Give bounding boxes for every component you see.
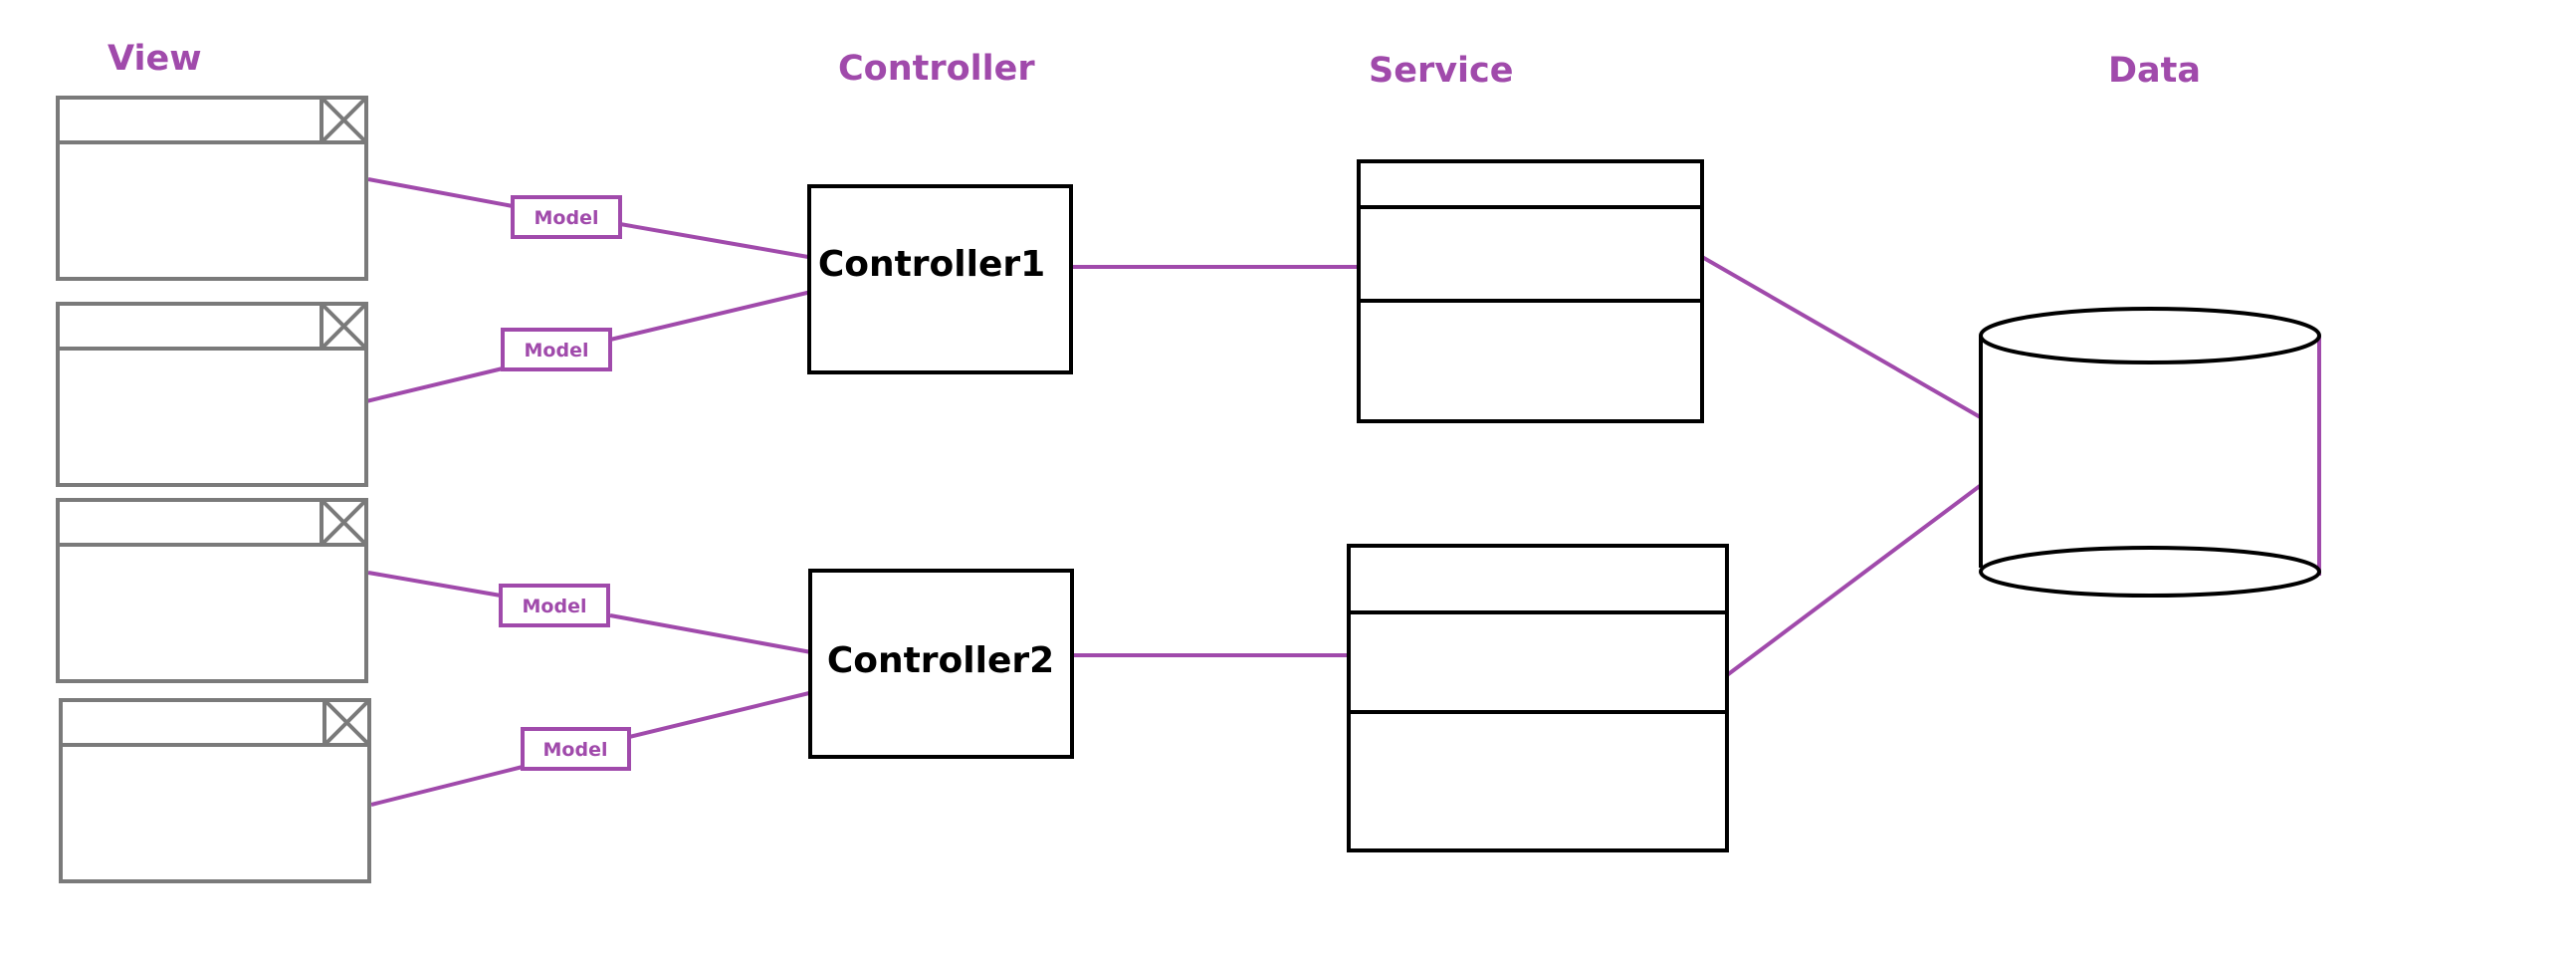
controller-label: Controller1 [818, 244, 1045, 285]
model-label-text: Model [543, 739, 608, 761]
connectors [365, 177, 2006, 807]
connector-view4-model4 [370, 765, 524, 807]
controller-1: Controller1 [807, 184, 1073, 374]
service-box [1347, 544, 1729, 852]
model-label-box [499, 584, 610, 627]
connector-view2-model2 [365, 366, 504, 403]
service-1 [1357, 159, 1704, 423]
service-box [1357, 159, 1704, 423]
model-label-1: Model [511, 195, 622, 239]
model-label-2: Model [501, 328, 612, 371]
database-cylinder-icon [1979, 307, 2321, 598]
service-2 [1347, 544, 1729, 852]
header-service: Service [1369, 51, 1514, 91]
model-label-text: Model [523, 596, 587, 617]
controller-2: Controller2 [808, 569, 1074, 759]
model-label-box [521, 727, 631, 771]
header-view: View [107, 39, 202, 79]
controller-label: Controller2 [827, 640, 1054, 681]
connector-service2-database [1725, 466, 2006, 677]
model-label-text: Model [525, 340, 589, 361]
window-frame [59, 698, 371, 883]
connector-view3-model3 [367, 571, 502, 598]
header-controller: Controller [838, 49, 1035, 89]
close-icon [320, 498, 368, 547]
view-window-4 [59, 698, 371, 883]
cylinder-bottom [1979, 546, 2321, 598]
connector-view1-model1 [367, 177, 514, 208]
model-label-text: Model [535, 207, 599, 229]
connector-service1-database [1701, 255, 1992, 425]
cylinder-top [1979, 307, 2321, 364]
window-frame [56, 302, 368, 487]
window-frame [56, 96, 368, 281]
view-window-1 [56, 96, 368, 281]
model-label-box [501, 328, 612, 371]
connector-model4-controller2 [628, 690, 814, 739]
close-icon [322, 698, 371, 747]
header-data: Data [2108, 51, 2201, 91]
model-label-4: Model [521, 727, 631, 771]
model-label-box [511, 195, 622, 239]
controller-box [807, 184, 1073, 374]
controller-box [808, 569, 1074, 759]
view-window-3 [56, 498, 368, 683]
model-label-3: Model [499, 584, 610, 627]
close-icon [320, 96, 368, 144]
close-icon [320, 302, 368, 351]
connector-model2-controller1 [609, 290, 812, 342]
view-window-2 [56, 302, 368, 487]
connector-model3-controller2 [609, 613, 812, 654]
window-frame [56, 498, 368, 683]
connector-model1-controller1 [619, 222, 809, 259]
